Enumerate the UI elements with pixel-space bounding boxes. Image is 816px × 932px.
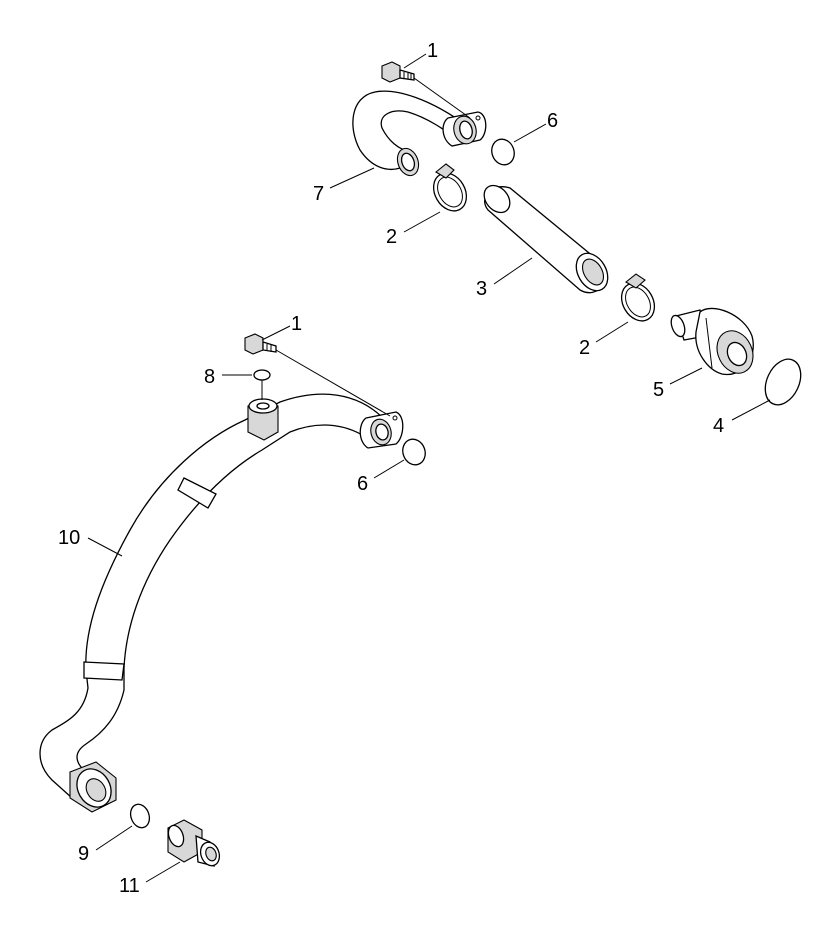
callout-2-upper: 2 — [386, 226, 397, 248]
part-7-bent-pipe — [352, 90, 487, 177]
callout-1-lower: 1 — [291, 313, 302, 335]
callout-1-upper: 1 — [427, 40, 438, 62]
part-1-bolt-lower — [244, 333, 391, 417]
callout-4: 4 — [713, 415, 724, 437]
part-2-clamp-upper — [432, 163, 468, 212]
callout-7: 7 — [313, 183, 324, 205]
callout-5: 5 — [653, 379, 664, 401]
part-10-long-pipe — [39, 393, 404, 813]
callout-8: 8 — [204, 366, 215, 388]
part-3-hose — [483, 184, 609, 294]
part-6-oring-lower — [402, 438, 426, 466]
callout-10: 10 — [58, 527, 80, 549]
part-11-adapter — [167, 819, 221, 867]
part-5-fitting — [670, 307, 754, 376]
part-4-oring — [764, 358, 802, 406]
part-9-oring — [129, 803, 151, 829]
callout-3: 3 — [476, 278, 487, 300]
callout-6-lower: 6 — [357, 473, 368, 495]
callout-6-upper: 6 — [547, 110, 558, 132]
callout-11: 11 — [119, 875, 140, 897]
part-2-clamp-lower — [620, 273, 656, 322]
callout-2-lower: 2 — [579, 337, 590, 359]
leader-lines — [87, 53, 771, 883]
part-8-seal-ring — [253, 369, 271, 400]
part-1-bolt-upper — [381, 61, 471, 119]
callout-labels: 1 6 7 2 3 2 5 4 1 8 6 10 9 11 — [58, 40, 724, 897]
part-6-oring-upper — [491, 138, 515, 166]
callout-9: 9 — [78, 843, 89, 865]
